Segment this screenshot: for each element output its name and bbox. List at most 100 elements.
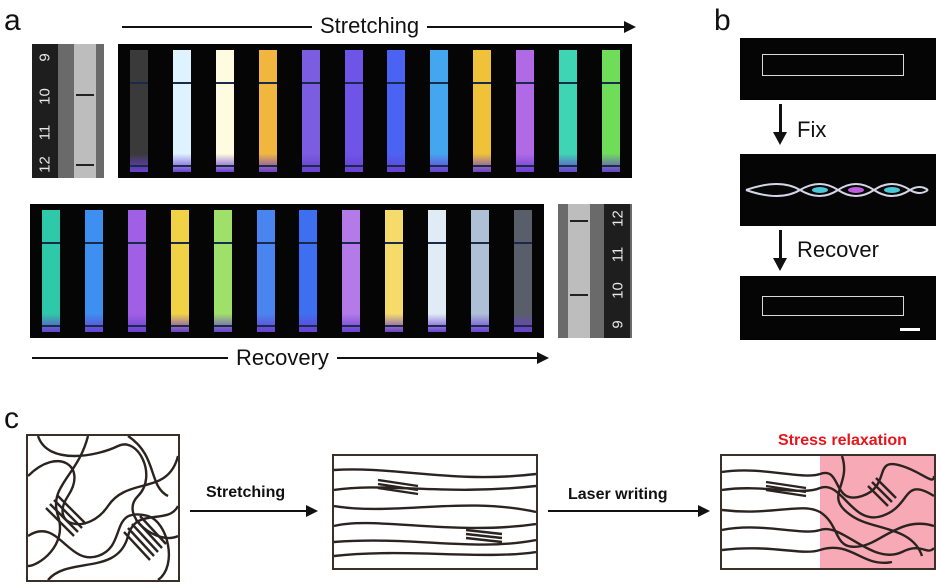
ruler-photo-left: 9 10 11 12 xyxy=(32,44,104,178)
sample-strip xyxy=(344,50,363,172)
step1-arrow-head xyxy=(306,505,318,517)
gauge-mark xyxy=(213,324,232,327)
gauge-mark xyxy=(473,164,492,167)
ruler-number: 9 xyxy=(609,320,627,329)
gauge-mark xyxy=(173,164,192,167)
gauge-mark xyxy=(513,324,532,327)
sample-strip xyxy=(387,50,406,172)
gauge-mark xyxy=(85,241,104,244)
gauge-mark xyxy=(513,241,532,244)
step-stretching-label: Stretching xyxy=(206,484,286,501)
panel-letter-a: a xyxy=(4,4,21,37)
gauge-mark xyxy=(427,241,446,244)
gauge-mark xyxy=(385,324,404,327)
fix-arrow-head xyxy=(773,132,787,145)
gauge-mark xyxy=(430,81,449,84)
stretching-label: Stretching xyxy=(312,14,428,38)
gauge-mark xyxy=(130,81,149,84)
gauge-mark xyxy=(344,164,363,167)
gauge-mark xyxy=(342,324,361,327)
step2-arrow-line xyxy=(548,510,700,512)
sample-strip xyxy=(558,50,577,172)
gauge-mark xyxy=(299,324,318,327)
recover-label: Recover xyxy=(797,237,879,262)
film-photo-recovered xyxy=(740,276,936,340)
gauge-mark xyxy=(301,164,320,167)
sample-strip xyxy=(299,210,318,332)
sample-strip xyxy=(170,210,189,332)
sample-strip xyxy=(430,50,449,172)
gauge-mark xyxy=(601,164,620,167)
gauge-mark xyxy=(85,324,104,327)
gauge-mark xyxy=(570,220,588,222)
aligned-chains-svg xyxy=(334,468,536,558)
sample-strip xyxy=(385,210,404,332)
gauge-mark xyxy=(128,324,147,327)
ruler-number: 11 xyxy=(609,246,627,263)
ruler-number: 12 xyxy=(36,156,54,173)
gauge-mark xyxy=(427,324,446,327)
gauge-mark xyxy=(570,294,588,296)
gauge-mark xyxy=(213,241,232,244)
gauge-mark xyxy=(258,164,277,167)
dogbone-sample xyxy=(568,204,590,338)
gauge-mark xyxy=(76,94,94,96)
ruler-number: 11 xyxy=(36,124,54,141)
sample-strip xyxy=(342,210,361,332)
gauge-mark xyxy=(42,241,61,244)
gauge-mark xyxy=(515,81,534,84)
step2-arrow-head xyxy=(698,505,710,517)
gauge-mark xyxy=(473,81,492,84)
partially-relaxed-chains-svg xyxy=(722,456,934,565)
gauge-mark xyxy=(216,81,235,84)
gauge-mark xyxy=(344,81,363,84)
stretching-strips-photo xyxy=(118,44,632,178)
gauge-mark xyxy=(601,81,620,84)
gauge-mark xyxy=(256,241,275,244)
gauge-mark xyxy=(430,164,449,167)
gauge-mark xyxy=(76,164,94,166)
dogbone-sample xyxy=(74,44,96,178)
panel-letter-b: b xyxy=(714,4,731,37)
sample-strip xyxy=(470,210,489,332)
recovery-strips-photo xyxy=(30,204,544,338)
gauge-mark xyxy=(385,241,404,244)
gauge-mark xyxy=(170,241,189,244)
film-photo-initial xyxy=(740,38,936,100)
gauge-mark xyxy=(216,164,235,167)
ruler-number: 12 xyxy=(609,210,627,227)
gauge-mark xyxy=(299,241,318,244)
recovery-label: Recovery xyxy=(228,346,337,370)
twisted-film-svg xyxy=(745,183,929,197)
stress-relaxation-label: Stress relaxation xyxy=(778,432,907,449)
gauge-mark xyxy=(42,324,61,327)
sample-strip xyxy=(85,210,104,332)
gauge-mark xyxy=(170,324,189,327)
fix-label: Fix xyxy=(797,117,827,142)
gauge-mark xyxy=(387,81,406,84)
step1-arrow-line xyxy=(190,510,308,512)
sample-strip xyxy=(173,50,192,172)
gauge-mark xyxy=(128,241,147,244)
ruler-number: 10 xyxy=(36,88,54,105)
recover-arrow-line xyxy=(779,230,782,260)
sample-strip xyxy=(130,50,149,172)
gauge-mark xyxy=(256,324,275,327)
sample-strip xyxy=(473,50,492,172)
sample-strip xyxy=(515,50,534,172)
ruler-number: 10 xyxy=(609,282,627,299)
film-strip xyxy=(762,54,904,76)
sample-strip xyxy=(601,50,620,172)
ruler-scale xyxy=(32,44,58,178)
sample-strip xyxy=(213,210,232,332)
gauge-mark xyxy=(470,324,489,327)
laser-written-network-box xyxy=(720,454,936,570)
ruler-scale xyxy=(604,204,630,338)
gauge-mark xyxy=(301,81,320,84)
recover-arrow-head xyxy=(773,258,787,271)
sample-strip xyxy=(513,210,532,332)
film-photo-fixed xyxy=(740,154,936,226)
gauge-mark xyxy=(558,81,577,84)
relaxed-network-box xyxy=(26,434,180,582)
fix-arrow-line xyxy=(779,104,782,134)
